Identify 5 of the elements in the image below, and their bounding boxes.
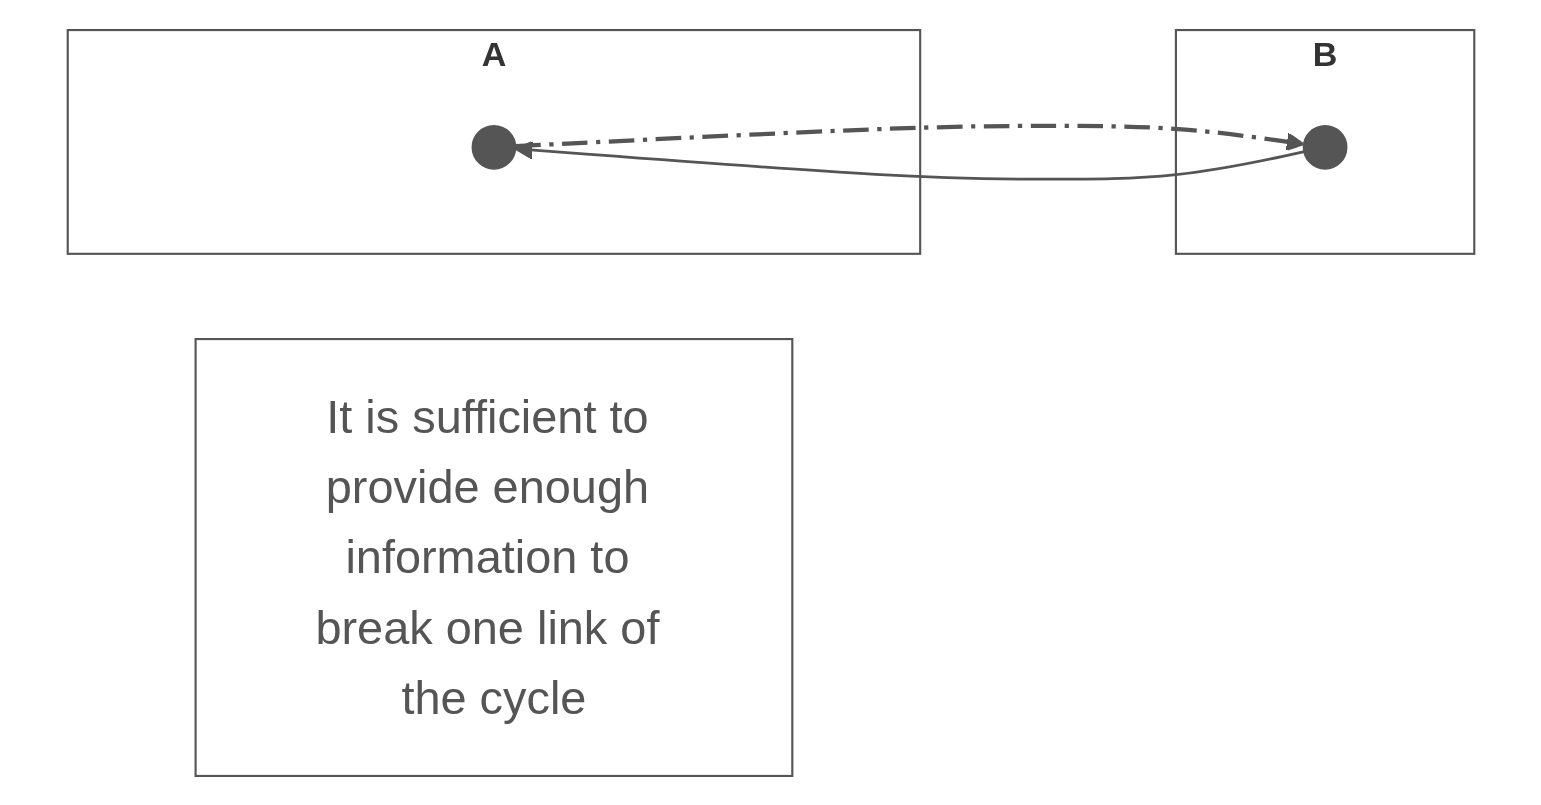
node-circle	[1302, 124, 1347, 170]
cluster: B	[1174, 28, 1475, 255]
cluster: A	[66, 28, 921, 255]
node-box: It is sufficient to provide enough information to break one link of the cycle	[194, 337, 793, 777]
node-circle	[471, 124, 516, 170]
